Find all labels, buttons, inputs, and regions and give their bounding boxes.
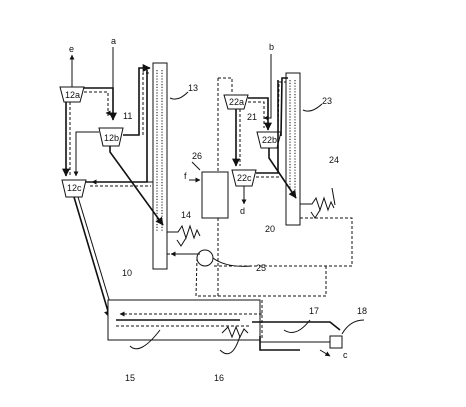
heat-exchanger-14: [167, 224, 201, 247]
stream-f: f: [184, 171, 187, 181]
compressor-12c: 12c: [61, 179, 87, 198]
ref-10: 10: [122, 268, 132, 278]
ref-14: 14: [181, 210, 191, 220]
stream-d: d: [240, 206, 245, 216]
ref-15: 15: [125, 373, 135, 383]
ref-25: 25: [256, 263, 266, 273]
label-12c: 12c: [67, 183, 82, 193]
ref-13: 13: [188, 83, 198, 93]
unit-18: [329, 335, 343, 349]
ref-23: 23: [322, 96, 332, 106]
ref-20: 20: [265, 224, 275, 234]
label-12a: 12a: [65, 90, 80, 100]
stream-b: b: [269, 42, 274, 52]
label-12b: 12b: [104, 133, 119, 143]
stream-a: a: [111, 36, 116, 46]
compressor-22a: 22a: [223, 94, 249, 110]
column-23: [285, 72, 301, 226]
stream-c: c: [343, 350, 348, 360]
compressor-22c: 22c: [231, 169, 257, 187]
ref-18: 18: [357, 306, 367, 316]
heat-exchanger-16: [221, 325, 249, 339]
label-22a: 22a: [229, 97, 244, 107]
heat-exchanger-24: [300, 196, 335, 219]
label-22c: 22c: [237, 173, 252, 183]
ref-11: 11: [123, 111, 132, 121]
label-22b: 22b: [262, 135, 277, 145]
ref-16: 16: [214, 373, 224, 383]
column-13: [152, 62, 168, 270]
compressor-22b: 22b: [256, 131, 282, 149]
stream-e: e: [69, 44, 74, 54]
reactor-26: [201, 171, 229, 219]
pump-25: [196, 249, 214, 267]
ref-24: 24: [329, 155, 339, 165]
compressor-12b: 12b: [98, 127, 124, 147]
ref-21: 21: [247, 112, 257, 122]
ref-17: 17: [309, 306, 319, 316]
ref-26: 26: [192, 151, 202, 161]
compressor-12a: 12a: [59, 86, 85, 103]
